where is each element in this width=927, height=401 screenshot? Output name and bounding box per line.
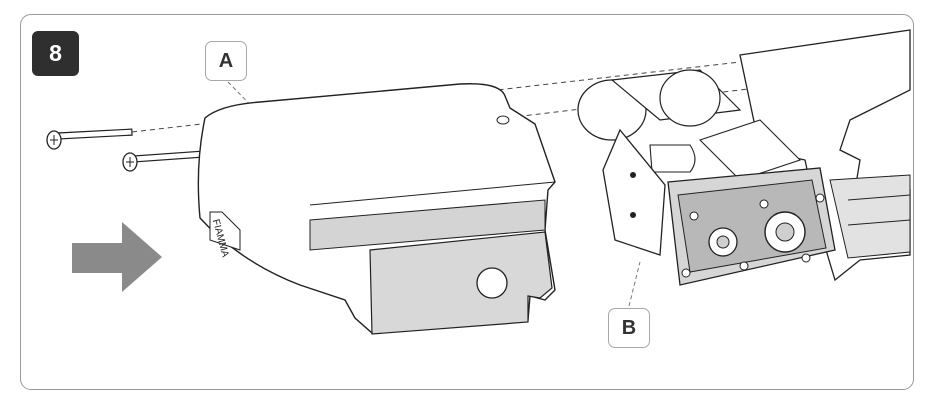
step-number-badge: 8 [32,31,79,76]
callout-b-leader [628,261,641,307]
screw-icon [122,150,206,172]
illustration-frame [20,14,914,390]
motor-assembly-b [577,29,911,286]
cover-part-a: FIAMMA [197,83,556,335]
push-direction-arrow-icon [72,222,162,292]
screw-icon [46,128,133,150]
callout-a-label: A [205,41,247,81]
callout-b-label: B [608,308,650,348]
